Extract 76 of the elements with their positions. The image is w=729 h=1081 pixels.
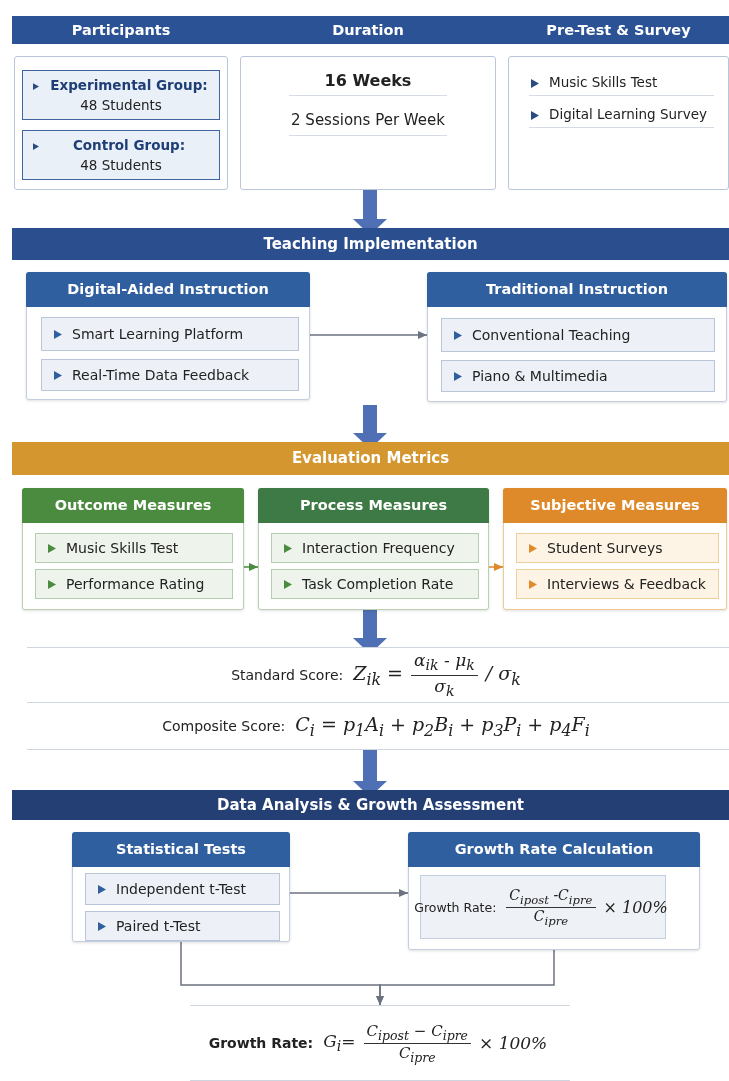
formula-text: × 100% (479, 1033, 548, 1053)
card-panel (427, 272, 727, 402)
item-text: Task Completion Rate (302, 575, 454, 594)
item-text: Music Skills Test (66, 539, 179, 558)
group-box (22, 130, 220, 180)
student-count: 48 Students (79, 157, 163, 173)
item-text: Interaction Frequency (302, 539, 455, 558)
card-panel (72, 832, 290, 942)
list-item-box (441, 318, 715, 352)
list-item-box (35, 569, 233, 599)
student-count: 48 Students (79, 97, 163, 113)
formula-text: G$_{i}$= (323, 1031, 356, 1055)
item-text: Independent t-Test (116, 880, 246, 899)
numerator: C$_{ipost}$ -C$_{ipre}$ (506, 886, 596, 908)
card-header: Growth Rate Calculation (408, 832, 700, 867)
arrow (488, 563, 504, 571)
group-name: Control Group: (71, 137, 187, 153)
list-item-box (41, 317, 299, 351)
list-item-box (441, 360, 715, 392)
card-panel (503, 488, 727, 610)
formula-text: / σ$_{k}$ (485, 661, 521, 689)
formula-text: × 100% (603, 897, 668, 917)
card-panel (408, 832, 700, 950)
list-item-box (85, 911, 280, 941)
card-header: Outcome Measures (22, 488, 244, 523)
card-header: Statistical Tests (72, 832, 290, 867)
section-header-bar: Evaluation Metrics (12, 442, 729, 475)
card-panel (26, 272, 310, 400)
item-text: Smart Learning Platform (72, 325, 244, 344)
card-panel (22, 488, 244, 610)
arrow (289, 889, 409, 897)
list-item-box (271, 533, 479, 563)
column-heading: Pre-Test & Survey (545, 21, 692, 40)
list-item-box (271, 569, 479, 599)
arrow (376, 949, 555, 1006)
formula-label: Growth Rate: (414, 899, 497, 915)
list-item-box (41, 359, 299, 391)
denominator: C$_{ipre}$ (533, 907, 569, 928)
list-item-box (35, 533, 233, 563)
list-item-text: Digital Learning Survey (549, 106, 707, 122)
denominator: C$_{ipre}$ (398, 1043, 436, 1065)
formula-label: Growth Rate: (208, 1035, 314, 1051)
arrow (243, 563, 259, 571)
column-heading: Duration (331, 21, 405, 40)
card-header: Digital-Aided Instruction (26, 272, 310, 307)
formula-text: Z$_{ik}$ = (353, 661, 404, 689)
section-header-bar: Data Analysis & Growth Assessment (12, 790, 729, 820)
card-header: Process Measures (258, 488, 489, 523)
duration-text: 16 Weeks (323, 71, 413, 90)
duration-text: 2 Sessions Per Week (290, 111, 446, 129)
item-text: Interviews & Feedback (547, 575, 706, 594)
formula-row (27, 702, 729, 750)
card-panel (258, 488, 489, 610)
list-item-box (516, 533, 719, 563)
section-header-bar: Teaching Implementation (12, 228, 729, 260)
card-header: Traditional Instruction (427, 272, 727, 307)
arrow (309, 331, 428, 339)
item-text: Performance Rating (66, 575, 205, 594)
list-item-text: Music Skills Test (549, 74, 658, 90)
card-header: Subjective Measures (503, 488, 727, 523)
numerator: C$_{ipost}$ − C$_{ipre}$ (363, 1021, 471, 1044)
formula-text: C$_{i}$ = p$_{1}$A$_{i}$ + p$_{2}$B$_{i}$ + p$_{3}$P$_{i}$ + p$_{4}$F$_{i}$ (295, 712, 590, 740)
list-item-box (516, 569, 719, 599)
item-text: Conventional Teaching (472, 326, 631, 345)
formula-label: Standard Score: (231, 667, 344, 683)
numerator: α$_{ik}$ - μ$_{k}$ (411, 650, 478, 676)
list-item-box (85, 873, 280, 905)
item-text: Real-Time Data Feedback (72, 366, 250, 385)
item-text: Piano & Multimedia (472, 367, 608, 386)
formula-label: Composite Score: (162, 718, 286, 734)
item-text: Paired t-Test (116, 917, 201, 936)
item-text: Student Surveys (547, 539, 663, 558)
column-heading: Participants (70, 21, 172, 40)
group-name: Experimental Group: (49, 77, 209, 93)
denominator: σ$_{k}$ (434, 675, 455, 700)
group-box (22, 70, 220, 120)
